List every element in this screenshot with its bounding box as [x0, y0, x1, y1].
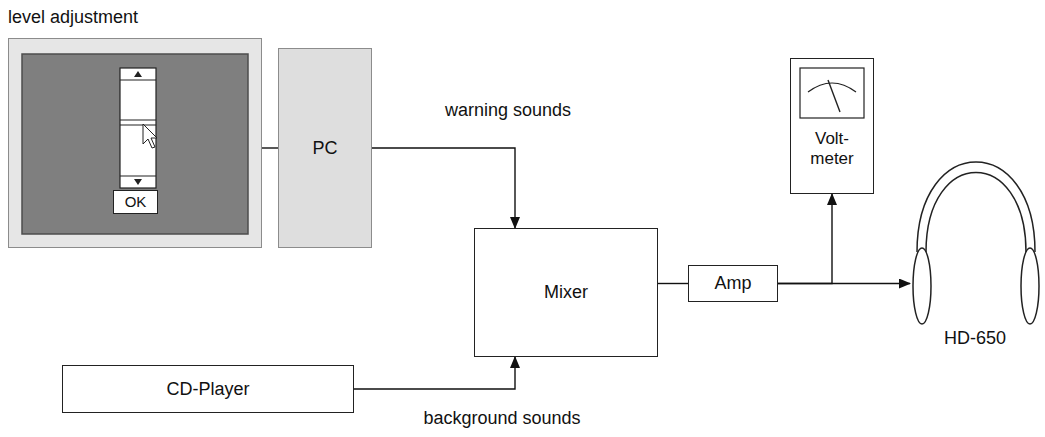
signal-label: warning sounds [442, 100, 574, 121]
ok-button: OK [113, 190, 158, 213]
node-label: Mixer [544, 282, 588, 303]
mixer-box: Mixer [474, 228, 658, 357]
signal-connector [354, 357, 515, 389]
signal-connector [372, 148, 515, 228]
monitor-screen [22, 54, 248, 234]
meter-needle [828, 80, 840, 112]
monitor: OKlevel adjustment [8, 38, 262, 248]
node-label: Volt- meter [791, 129, 873, 168]
pc-box: PC [278, 48, 372, 248]
signal-connector [778, 194, 832, 284]
node-label: HD-650 [944, 328, 1006, 349]
signal-connector [658, 283, 688, 284]
voltmeter-box: Volt- meter [790, 58, 874, 194]
mouse-cursor [143, 124, 157, 148]
slider-up-arrow [134, 71, 142, 77]
meter-display [800, 68, 864, 118]
headband [926, 173, 1026, 253]
slider-track [120, 68, 156, 188]
slider-thumb [120, 119, 156, 120]
signal-connector [262, 147, 278, 148]
node-label: OK [125, 193, 147, 210]
slider-down-arrow [134, 179, 142, 185]
node-label: PC [312, 138, 337, 159]
ear-cup [1021, 248, 1039, 324]
amp-box: Amp [688, 265, 778, 302]
monitor-frame [9, 39, 261, 247]
headphones: HD-650 [910, 150, 1040, 326]
node-label: CD-Player [166, 379, 249, 400]
ear-cup [913, 248, 931, 324]
slider-divider [120, 79, 156, 80]
signal-label: background sounds [420, 408, 583, 429]
cd-player-box: CD-Player [62, 365, 354, 413]
headband [917, 162, 1035, 252]
node-label: Amp [714, 273, 751, 294]
signal-connector [778, 283, 910, 284]
node-label: level adjustment [8, 7, 138, 28]
slider-thumb [120, 124, 156, 125]
slider-divider [120, 175, 156, 176]
